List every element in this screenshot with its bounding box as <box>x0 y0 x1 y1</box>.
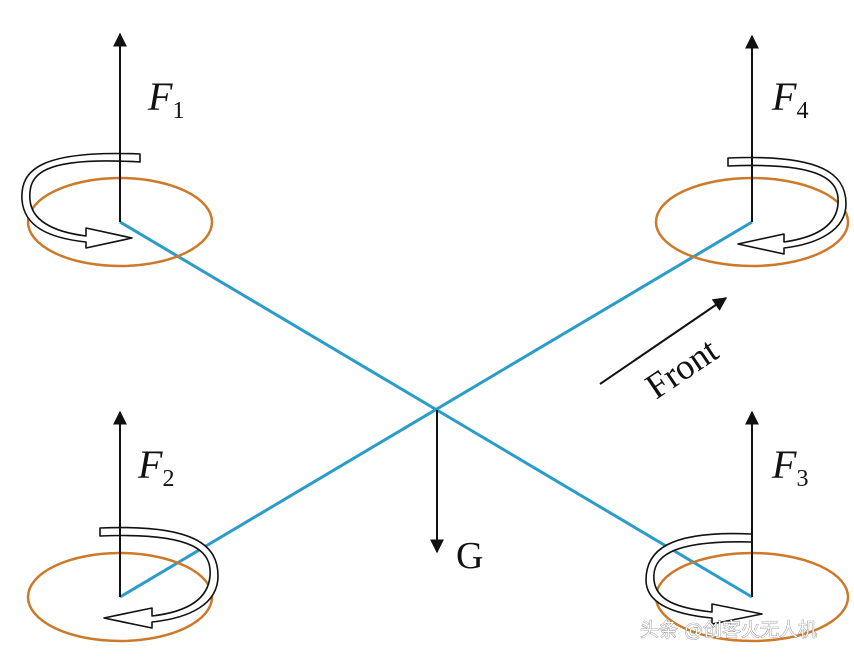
frame-arm-2-4 <box>119 220 753 599</box>
spin-arrow-2-icon <box>99 526 219 629</box>
spin-arrow-1-icon <box>21 152 141 249</box>
watermark-text: 头条 @创客火无人机 <box>640 619 817 641</box>
front-label: Front <box>638 330 725 407</box>
spin-arrow-4-icon <box>727 156 847 255</box>
front-arrow-icon <box>599 297 728 385</box>
force-label-3: F3 <box>771 442 808 492</box>
spin-arrow-3-icon <box>645 532 763 625</box>
gravity-label: G <box>456 535 483 577</box>
force-label-2: F2 <box>137 442 174 492</box>
force-label-4: F4 <box>771 74 808 124</box>
force-label-1: F1 <box>147 74 184 124</box>
